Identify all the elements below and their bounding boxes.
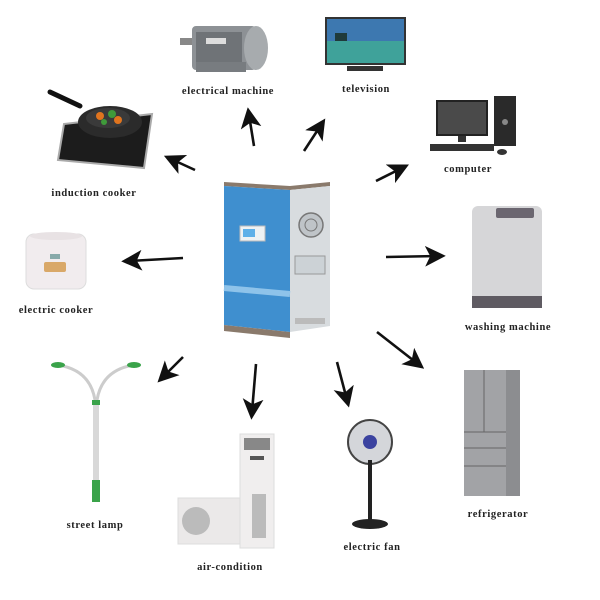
induction-cooker: induction cooker [47, 88, 158, 199]
electric-fan-illustration [347, 419, 393, 529]
fan-grille-icon [298, 212, 324, 238]
arrow-to-street-lamp [157, 356, 184, 383]
arrow-to-television [302, 118, 326, 152]
arrow-to-induction-cooker [163, 154, 196, 174]
label-electric-cooker: electric cooker [18, 305, 94, 316]
label-air-condition: air-condition [197, 562, 263, 573]
arrow-to-air-condition [242, 363, 264, 420]
air-condition-illustration [177, 433, 275, 549]
arrow-to-electrical-machine [240, 107, 262, 147]
washing-machine-illustration [472, 206, 542, 308]
arrow-to-refrigerator [376, 330, 425, 369]
electric-cooker-illustration [25, 232, 87, 290]
electric-cooker: electric cooker [19, 232, 94, 316]
inverter-illustration [223, 182, 330, 338]
refrigerator: refrigerator [462, 368, 532, 528]
arrow-to-electric-cooker [121, 249, 184, 271]
induction-cooker-illustration [47, 89, 154, 170]
label-television: television [342, 84, 390, 95]
label-computer: computer [444, 164, 492, 175]
computer-illustration [430, 96, 516, 155]
arrow-to-washing-machine [385, 245, 446, 267]
label-electric-fan: electric fan [343, 542, 401, 553]
label-induction-cooker: induction cooker [51, 188, 137, 199]
electrical-machine-illustration [180, 26, 268, 72]
label-refrigerator: refrigerator [467, 509, 529, 520]
arrow-to-electric-fan [333, 361, 354, 408]
computer: computer [428, 96, 518, 175]
television: television [325, 17, 407, 95]
inverter [222, 180, 332, 340]
street-lamp-illustration [51, 362, 141, 502]
label-washing-machine: washing machine [464, 322, 552, 333]
refrigerator-illustration [464, 370, 520, 496]
television-illustration [325, 17, 406, 71]
electrical-machine: electrical machine [178, 18, 273, 97]
washing-machine: washing machine [465, 204, 551, 334]
label-street-lamp: street lamp [66, 520, 124, 531]
electric-fan: electric fan [340, 419, 401, 560]
label-electrical-machine: electrical machine [181, 86, 275, 97]
air-condition: air-condition [177, 433, 278, 574]
arrow-to-computer [375, 164, 409, 184]
street-lamp: street lamp [50, 360, 141, 540]
